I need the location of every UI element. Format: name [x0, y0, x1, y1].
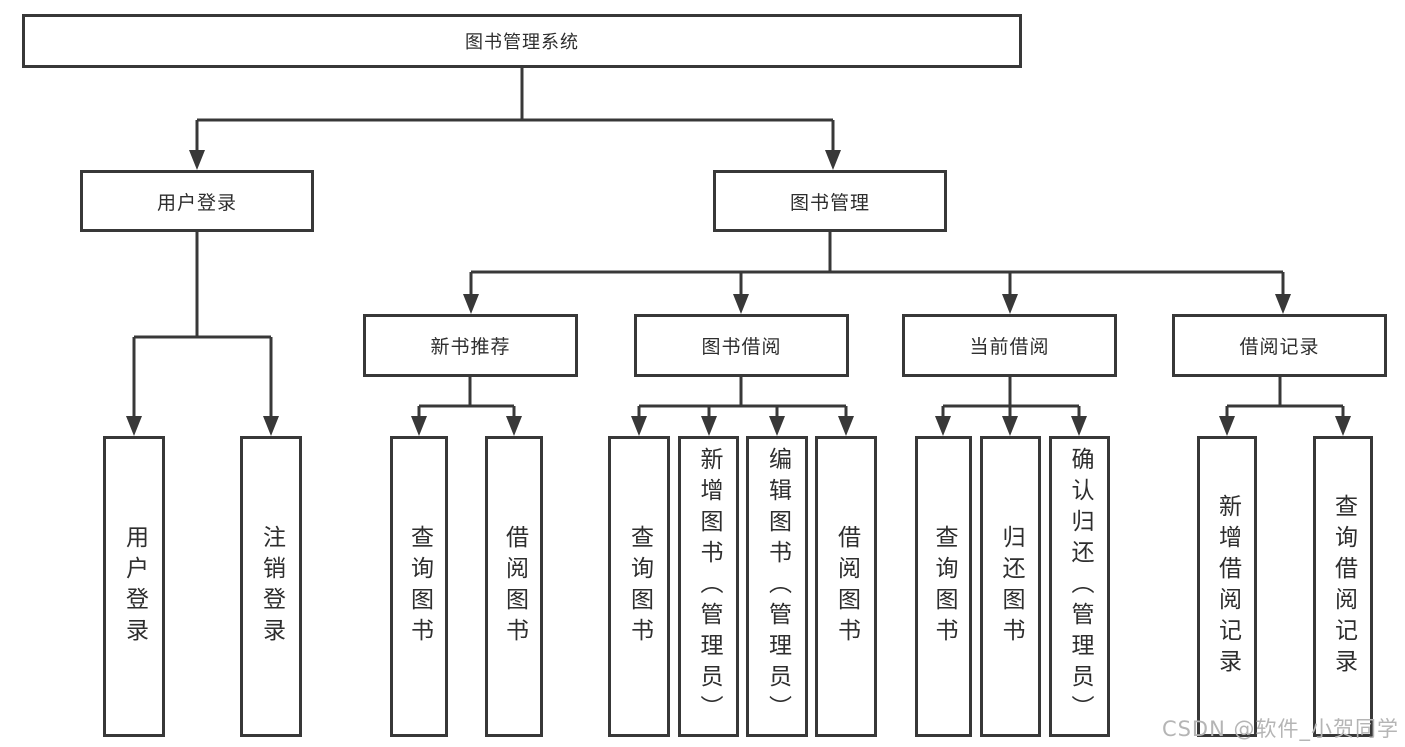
node-current-borrow-label: 当前借阅 — [969, 336, 1050, 358]
leaf-add-books-admin: 新增图书（管理员） — [678, 436, 739, 737]
leaf-logout-login-label: 注销登录 — [258, 524, 285, 649]
leaf-query-books-recommend: 查询图书 — [390, 436, 448, 737]
leaf-user-login: 用户登录 — [103, 436, 165, 737]
leaf-user-login-label: 用户登录 — [121, 524, 148, 649]
node-new-book-recommend: 新书推荐 — [363, 314, 578, 377]
node-book-management-label: 图书管理 — [789, 191, 870, 214]
leaf-confirm-return-admin: 确认归还（管理员） — [1049, 436, 1110, 737]
leaf-add-borrow-record: 新增借阅记录 — [1197, 436, 1257, 737]
leaf-logout-login: 注销登录 — [240, 436, 302, 737]
leaf-return-books-label: 归还图书 — [998, 524, 1024, 649]
node-borrow-records-label: 借阅记录 — [1239, 336, 1320, 358]
leaf-query-books-current-label: 查询图书 — [931, 524, 957, 649]
leaf-add-borrow-record-label: 新增借阅记录 — [1214, 493, 1241, 680]
node-book-management: 图书管理 — [713, 170, 947, 232]
leaf-query-borrow-record: 查询借阅记录 — [1313, 436, 1373, 737]
node-borrow-records: 借阅记录 — [1172, 314, 1387, 377]
leaf-confirm-return-admin-label: 确认归还（管理员） — [1067, 447, 1093, 726]
leaf-borrow-books: 借阅图书 — [815, 436, 877, 737]
leaf-query-books-recommend-label: 查询图书 — [406, 524, 433, 649]
leaf-edit-books-admin-label: 编辑图书（管理员） — [764, 447, 791, 726]
node-root: 图书管理系统 — [22, 14, 1022, 68]
leaf-add-books-admin-label: 新增图书（管理员） — [696, 447, 722, 726]
node-book-borrow: 图书借阅 — [634, 314, 849, 377]
node-user-login: 用户登录 — [80, 170, 314, 232]
leaf-borrow-books-label: 借阅图书 — [833, 524, 860, 649]
leaf-borrow-books-recommend: 借阅图书 — [485, 436, 543, 737]
node-current-borrow: 当前借阅 — [902, 314, 1117, 377]
node-user-login-label: 用户登录 — [156, 191, 237, 214]
node-new-book-recommend-label: 新书推荐 — [430, 336, 511, 358]
leaf-query-borrow-record-label: 查询借阅记录 — [1330, 493, 1357, 680]
leaf-borrow-books-recommend-label: 借阅图书 — [501, 524, 528, 649]
leaf-edit-books-admin: 编辑图书（管理员） — [746, 436, 808, 737]
node-book-borrow-label: 图书借阅 — [701, 336, 782, 358]
leaf-query-books-borrow: 查询图书 — [608, 436, 670, 737]
leaf-query-books-borrow-label: 查询图书 — [626, 524, 653, 649]
arrowheads — [126, 150, 1351, 436]
watermark: CSDN @软件_小贺同学 — [1161, 717, 1399, 741]
leaf-query-books-current: 查询图书 — [915, 436, 972, 737]
leaf-return-books: 归还图书 — [980, 436, 1041, 737]
node-root-label: 图书管理系统 — [465, 32, 579, 53]
